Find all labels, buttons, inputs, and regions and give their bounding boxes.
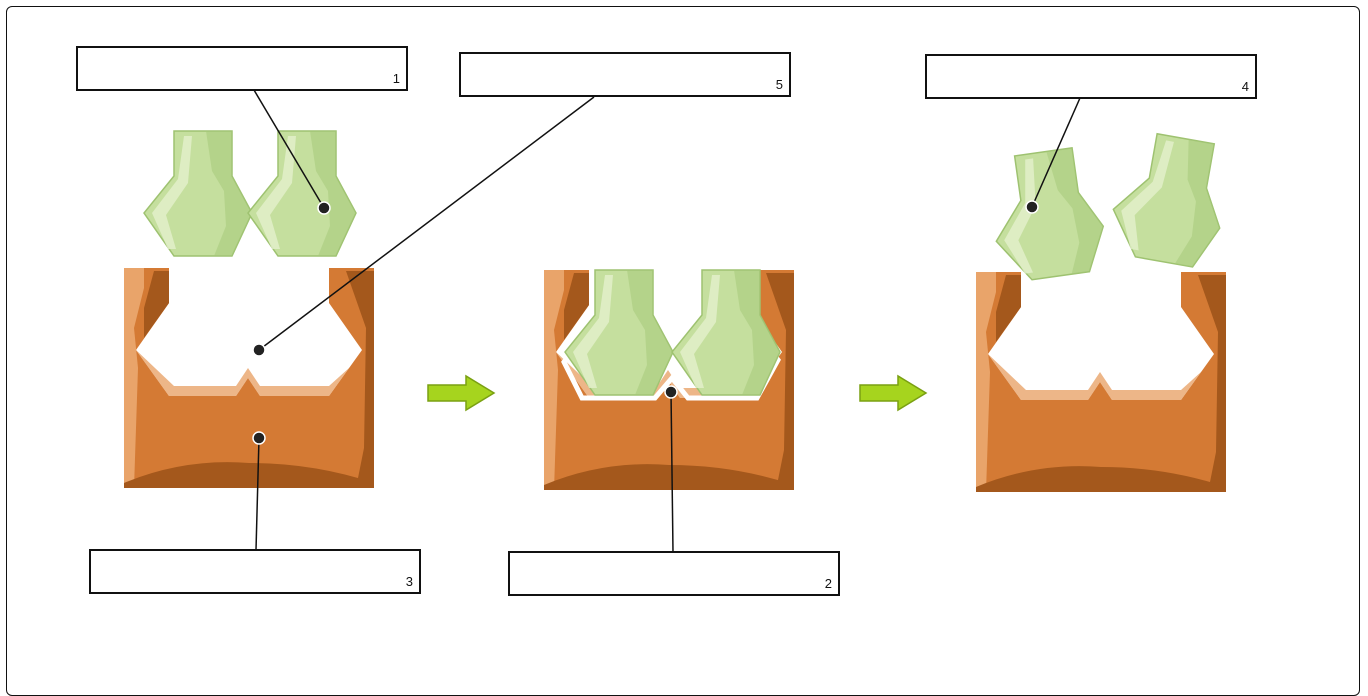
arrow-right-2 bbox=[859, 375, 927, 411]
arrow-right-1 bbox=[427, 375, 495, 411]
product-left bbox=[984, 144, 1110, 285]
label-box-2[interactable]: 2 bbox=[508, 551, 840, 596]
substrate-unbound bbox=[143, 130, 357, 257]
product-right bbox=[1105, 127, 1235, 272]
leader-dot-4 bbox=[1025, 200, 1039, 214]
substrate-bound bbox=[561, 267, 781, 401]
label-number-1: 1 bbox=[392, 71, 400, 86]
leader-line-4 bbox=[1031, 97, 1081, 208]
leader-line-3 bbox=[255, 437, 260, 551]
leader-dot-2 bbox=[664, 385, 678, 399]
label-number-3: 3 bbox=[405, 574, 413, 589]
leader-dot-1 bbox=[317, 201, 331, 215]
leader-line-5 bbox=[258, 96, 595, 351]
leader-dot-3 bbox=[252, 431, 266, 445]
enzyme-left bbox=[124, 268, 374, 488]
label-box-3[interactable]: 3 bbox=[89, 549, 421, 594]
leader-lines bbox=[253, 89, 1081, 553]
label-number-4: 4 bbox=[1241, 79, 1249, 94]
label-box-4[interactable]: 4 bbox=[925, 54, 1257, 99]
label-number-2: 2 bbox=[824, 576, 832, 591]
leader-line-1 bbox=[253, 89, 325, 209]
enzyme-right bbox=[976, 272, 1226, 492]
label-box-5[interactable]: 5 bbox=[459, 52, 791, 97]
label-number-5: 5 bbox=[775, 77, 783, 92]
leader-dots bbox=[252, 200, 1039, 445]
label-box-1[interactable]: 1 bbox=[76, 46, 408, 91]
leader-line-2 bbox=[670, 391, 674, 553]
leader-dot-5 bbox=[252, 343, 266, 357]
